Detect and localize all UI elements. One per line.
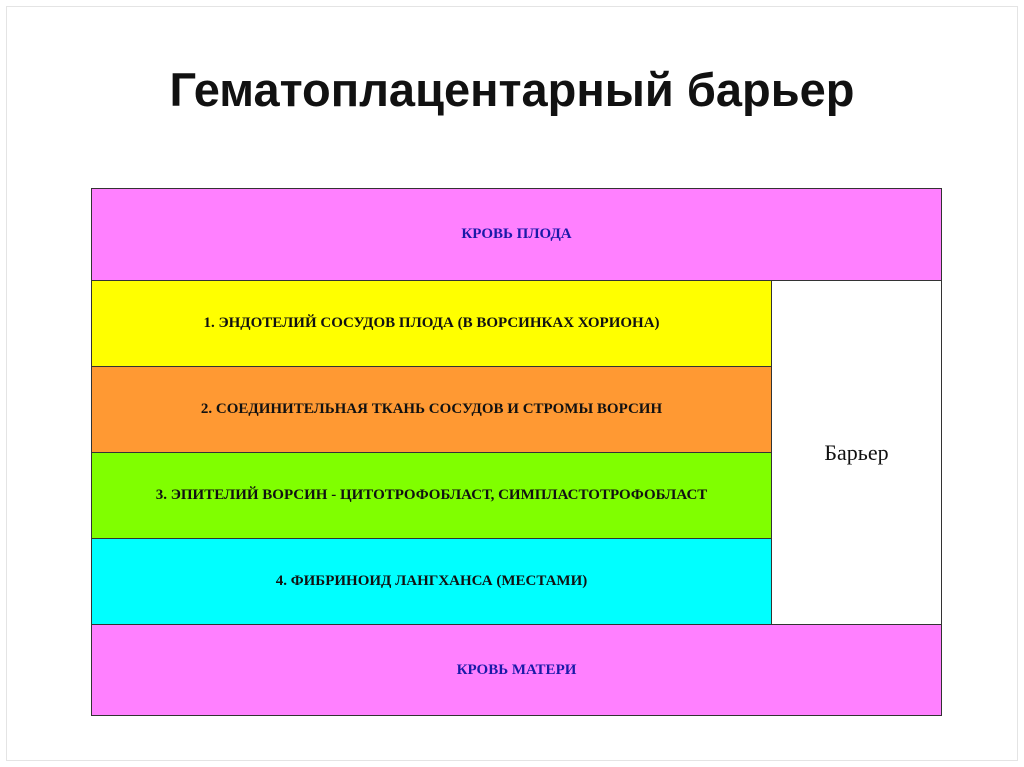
maternal-blood-row: КРОВЬ МАТЕРИ — [91, 624, 942, 716]
layer-villus-epithelium: 3. ЭПИТЕЛИЙ ВОРСИН - ЦИТОТРОФОБЛАСТ, СИМ… — [91, 452, 772, 539]
layer-langhans-fibrinoid-label: 4. ФИБРИНОИД ЛАНГХАНСА (МЕСТАМИ) — [275, 573, 588, 589]
barrier-box: Барьер — [771, 280, 942, 625]
fetal-blood-row: КРОВЬ ПЛОДА — [91, 188, 942, 281]
fetal-blood-label: КРОВЬ ПЛОДА — [461, 226, 572, 242]
slide-frame — [6, 6, 1018, 761]
layer-langhans-fibrinoid: 4. ФИБРИНОИД ЛАНГХАНСА (МЕСТАМИ) — [91, 538, 772, 625]
maternal-blood-label: КРОВЬ МАТЕРИ — [456, 661, 577, 678]
page-title: Гематоплацентарный барьер — [169, 63, 855, 116]
layer-connective-tissue-label: 2. СОЕДИНИТЕЛЬНАЯ ТКАНЬ СОСУДОВ И СТРОМЫ… — [200, 401, 663, 417]
layer-endothelium-label: 1. ЭНДОТЕЛИЙ СОСУДОВ ПЛОДА (В ВОРСИНКАХ … — [203, 315, 660, 331]
barrier-label: Барьер — [824, 439, 889, 465]
layer-endothelium: 1. ЭНДОТЕЛИЙ СОСУДОВ ПЛОДА (В ВОРСИНКАХ … — [91, 280, 772, 367]
layer-connective-tissue: 2. СОЕДИНИТЕЛЬНАЯ ТКАНЬ СОСУДОВ И СТРОМЫ… — [91, 366, 772, 453]
barrier-diagram: КРОВЬ ПЛОДА 1. ЭНДОТЕЛИЙ СОСУДОВ ПЛОДА (… — [91, 188, 942, 716]
layer-villus-epithelium-label: 3. ЭПИТЕЛИЙ ВОРСИН - ЦИТОТРОФОБЛАСТ, СИМ… — [155, 487, 708, 503]
